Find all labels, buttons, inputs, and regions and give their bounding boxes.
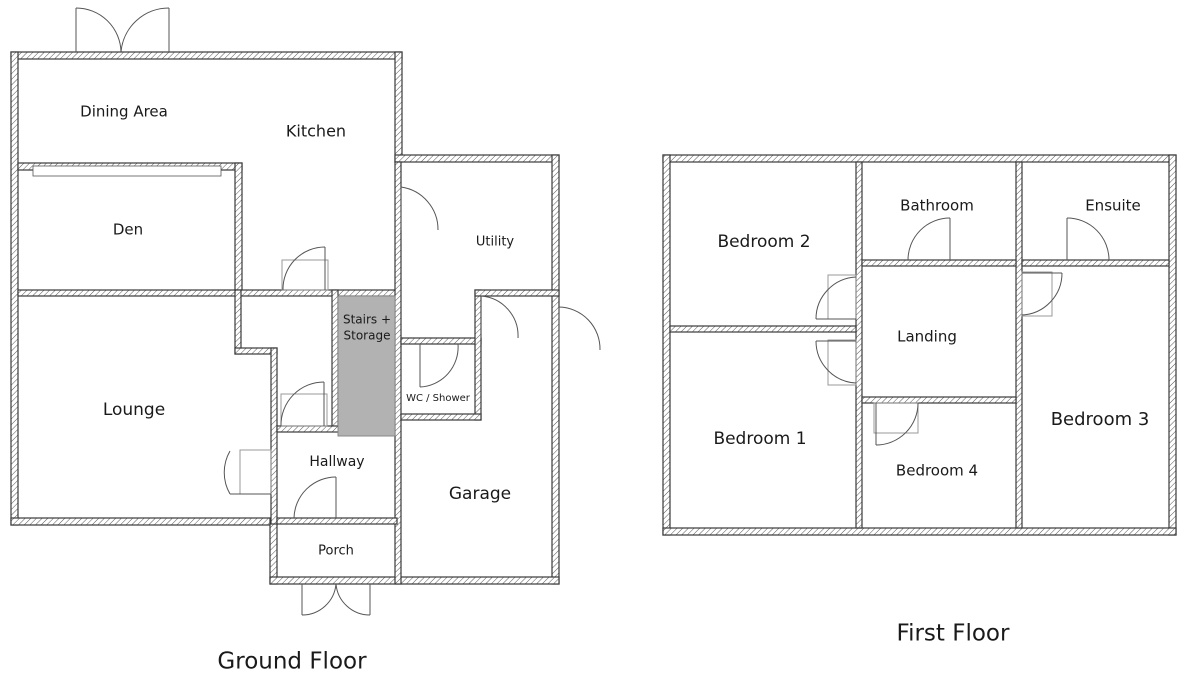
- door: [281, 246, 329, 291]
- room-label-kitchen: Kitchen: [286, 122, 346, 141]
- wall: [662, 154, 1177, 163]
- wall: [234, 162, 243, 294]
- floor-title-ground: Ground Floor: [217, 649, 367, 675]
- wall: [1168, 154, 1177, 536]
- wall: [474, 289, 482, 421]
- room-label-lounge: Lounge: [103, 400, 165, 420]
- wall: [10, 51, 19, 526]
- room-label-bedroom-1: Bedroom 1: [713, 429, 806, 449]
- door: [280, 381, 328, 427]
- wall: [394, 51, 403, 163]
- door: [907, 217, 951, 261]
- wall: [855, 161, 863, 529]
- wall: [400, 413, 482, 421]
- door: [480, 295, 519, 339]
- room-label-bedroom-3: Bedroom 3: [1051, 409, 1150, 430]
- door: [400, 186, 439, 231]
- wall: [861, 396, 1017, 404]
- room-label-den: Den: [113, 221, 143, 239]
- door: [419, 343, 459, 388]
- room-label-stairs-storage-line2: Storage: [344, 329, 391, 343]
- stairs: [337, 295, 396, 437]
- door: [223, 449, 272, 495]
- wall: [234, 289, 242, 355]
- wall: [394, 154, 560, 163]
- room-label-landing: Landing: [897, 328, 957, 346]
- room-label-dining-area: Dining Area: [80, 103, 168, 121]
- wall: [400, 337, 482, 345]
- door: [815, 339, 857, 386]
- room-label-hallway: Hallway: [309, 454, 364, 470]
- floor-title-first: First Floor: [897, 621, 1010, 647]
- wall: [17, 289, 399, 297]
- room-label-bedroom-4: Bedroom 4: [896, 462, 978, 480]
- room-label-wc-shower: WC / Shower: [406, 393, 471, 404]
- room-label-stairs-storage-line1: Stairs +: [343, 313, 391, 327]
- room-label-garage: Garage: [449, 484, 511, 504]
- wall: [551, 154, 560, 585]
- first-floor-plan: Bedroom 2 Bathroom Ensuite Landing Bedro…: [662, 154, 1177, 647]
- wall: [269, 576, 560, 585]
- wall: [669, 325, 857, 333]
- wall: [270, 347, 278, 525]
- door: [558, 306, 601, 351]
- wall: [662, 527, 1177, 536]
- wall: [10, 51, 403, 60]
- wall: [861, 259, 1017, 267]
- wall: [10, 517, 278, 526]
- wall: [331, 289, 339, 431]
- ground-floor-plan: Dining Area Kitchen Den Utility Stairs +…: [10, 7, 601, 675]
- room-label-ensuite: Ensuite: [1085, 197, 1141, 215]
- wall: [662, 154, 671, 536]
- door: [293, 476, 337, 519]
- wall: [1015, 161, 1023, 529]
- door: [1021, 271, 1063, 317]
- french-doors: [75, 7, 170, 53]
- wall: [1021, 259, 1170, 267]
- door: [1066, 217, 1110, 261]
- door: [873, 402, 919, 446]
- room-label-bedroom-2: Bedroom 2: [717, 232, 810, 252]
- room-label-utility: Utility: [476, 235, 515, 250]
- window: [32, 165, 222, 177]
- wall: [269, 517, 278, 585]
- front-doors: [301, 583, 371, 616]
- wall: [474, 289, 560, 297]
- room-label-porch: Porch: [318, 544, 354, 559]
- wall: [276, 517, 398, 525]
- room-label-bathroom: Bathroom: [900, 197, 974, 215]
- door: [815, 274, 857, 320]
